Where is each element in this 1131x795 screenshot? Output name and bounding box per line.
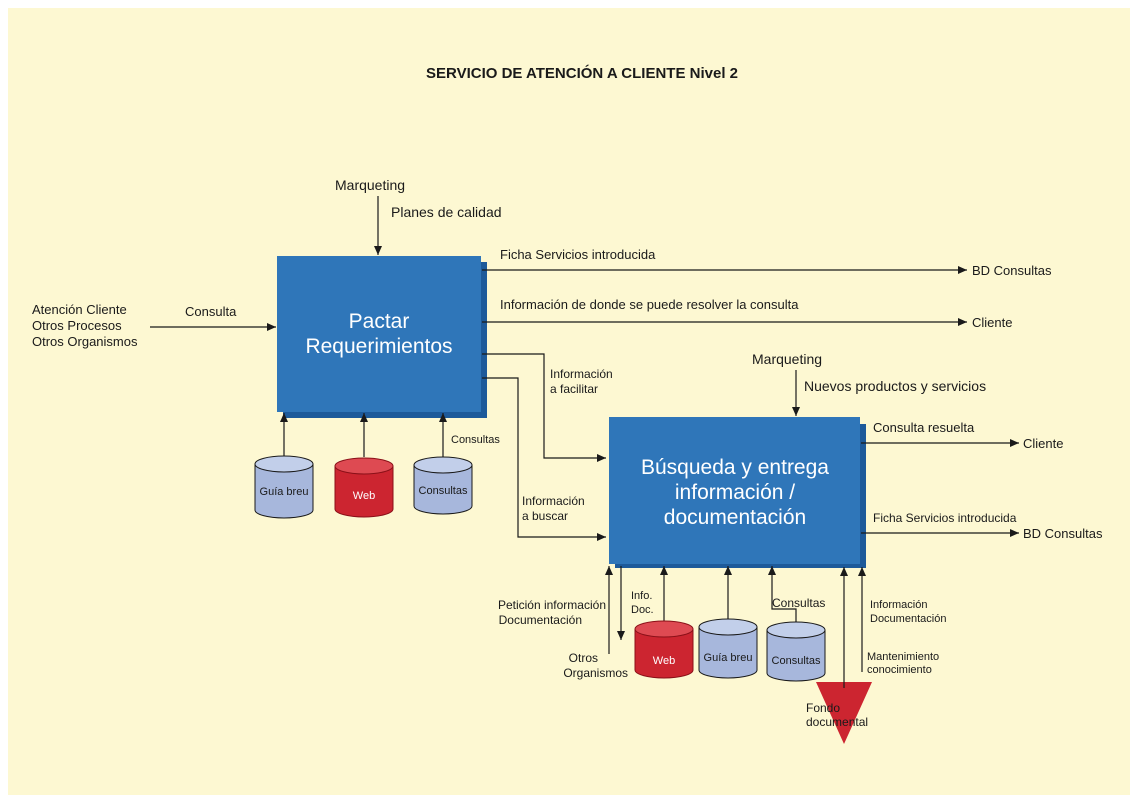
label-peticion-2: Documentación [499,613,582,627]
label-info-documentacion-1: Información [870,599,927,611]
label-marqueting-1: Marqueting [335,177,405,193]
cylinder-web-2-label: Web [653,655,675,667]
label-fondo-2: documental [806,715,868,729]
diagram-canvas: SERVICIO DE ATENCIÓN A CLIENTE Nivel 2 P… [8,8,1130,795]
process-box-busqueda [609,417,860,564]
cylinder-web-1-label: Web [353,490,375,502]
arrow-consultas-2 [768,566,797,623]
label-informacion-donde: Información de donde se puede resolver l… [500,297,799,312]
cylinder-web-1 [334,457,394,518]
source-otros-procesos: Otros Procesos [32,318,122,333]
cylinder-guia-breu-2-label: Guía breu [704,652,753,664]
label-info-doc-2: Doc. [631,604,654,616]
source-otros-organismos: Otros Organismos [32,334,138,349]
label-fondo-1: Fondo [806,701,840,715]
box1-label-line2: Requerimientos [305,335,452,358]
label-consultas-arrow-2: Consultas [772,596,825,610]
cylinder-guia-breu-1-label: Guía breu [260,486,309,498]
box2-label-line1: Búsqueda y entrega [641,456,829,479]
label-planes-calidad: Planes de calidad [391,204,502,220]
box1-label-line1: Pactar [349,310,410,333]
archive-fondo-documental [816,682,872,744]
label-bd-consultas-1: BD Consultas [972,263,1052,278]
label-consultas-arrow-1: Consultas [451,434,500,446]
diagram-title: SERVICIO DE ATENCIÓN A CLIENTE Nivel 2 [426,64,738,82]
arrow-info-facilitar [482,353,606,462]
cylinder-consultas-1 [413,456,473,515]
label-ficha-1: Ficha Servicios introducida [500,247,656,262]
label-info-buscar-1: Información [522,494,585,508]
cylinder-web-2 [634,620,694,679]
arrow-info-buscar [482,377,606,541]
label-cliente-1: Cliente [972,315,1012,330]
cylinder-guia-breu-1 [254,455,314,519]
label-peticion-1: Petición información [498,598,606,612]
cylinder-consultas-1-label: Consultas [419,485,468,497]
label-info-facilitar-2: a facilitar [550,382,598,396]
label-cliente-2: Cliente [1023,436,1063,451]
label-info-buscar-2: a buscar [522,509,568,523]
label-ficha-2: Ficha Servicios introducida [873,511,1017,525]
label-consulta-resuelta: Consulta resuelta [873,420,975,435]
label-info-documentacion-2: Documentación [870,613,946,625]
label-info-facilitar-1: Información [550,367,613,381]
label-info-doc-1: Info. [631,590,652,602]
label-consulta: Consulta [185,304,237,319]
process-diagram: SERVICIO DE ATENCIÓN A CLIENTE Nivel 2 P… [32,64,1103,744]
source-atencion-cliente: Atención Cliente [32,302,127,317]
cylinder-consultas-2-label: Consultas [772,655,821,667]
box2-label-line2: información / [675,481,795,504]
label-mantenimiento-2: conocimiento [867,664,932,676]
process-box-pactar [277,256,481,412]
label-marqueting-2: Marqueting [752,351,822,367]
cylinder-guia-breu-2 [698,618,758,679]
label-mantenimiento-1: Mantenimiento [867,651,939,663]
label-nuevos-productos: Nuevos productos y servicios [804,378,986,394]
label-bd-consultas-2: BD Consultas [1023,526,1103,541]
label-otros-2: Organismos [563,666,628,680]
box2-label-line3: documentación [664,506,806,529]
label-otros-1: Otros [569,651,598,665]
cylinder-consultas-2 [766,621,826,682]
